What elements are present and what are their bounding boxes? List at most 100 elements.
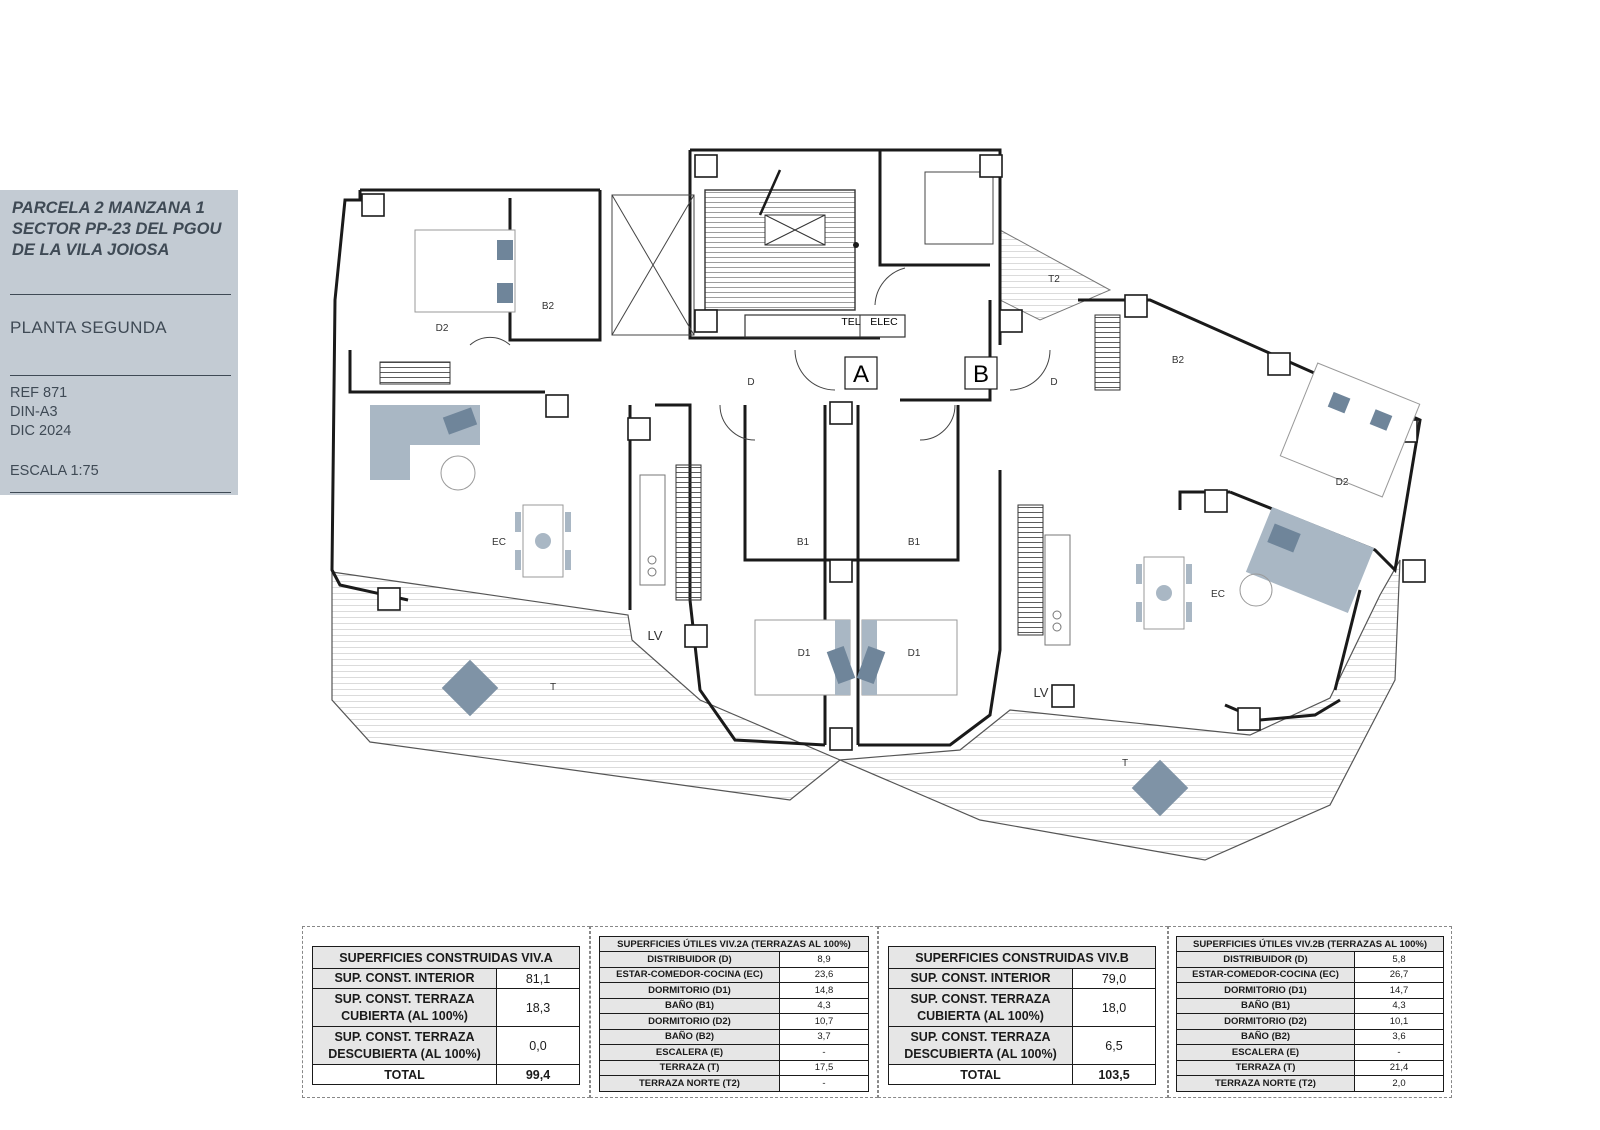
row-label: SUP. CONST. TERRAZA CUBIERTA (AL 100%) <box>312 988 497 1027</box>
row-label: SUP. CONST. INTERIOR <box>888 968 1073 989</box>
room-label: B2 <box>542 301 555 312</box>
row-value: - <box>1354 1044 1444 1061</box>
kitchen-stairs <box>379 314 1121 636</box>
row-label: DISTRIBUIDOR (D) <box>1176 951 1355 968</box>
terrace-a <box>331 571 842 801</box>
reference: REF 871 <box>10 385 68 401</box>
table-header: SUPERFICIES ÚTILES VIV.2B (TERRAZAS AL 1… <box>1176 936 1444 952</box>
total-label: TOTAL <box>312 1064 497 1085</box>
paper-format: DIN-A3 <box>10 404 58 420</box>
surface-built-table-a: SUPERFICIES CONSTRUIDAS VIV.A SUP. CONST… <box>312 946 580 1085</box>
room-label: D <box>1050 377 1057 388</box>
table-row: ESCALERA (E)- <box>1176 1044 1444 1061</box>
row-value: 18,3 <box>496 988 580 1027</box>
room-label: T2 <box>1048 274 1060 285</box>
table-row: DISTRIBUIDOR (D)5,8 <box>1176 951 1444 968</box>
unit-label-a: A <box>844 356 878 390</box>
row-label: ESTAR-COMEDOR-COCINA (EC) <box>1176 966 1355 983</box>
table-row: BAÑO (B2)3,6 <box>1176 1028 1444 1045</box>
row-label-line: CUBIERTA (AL 100%) <box>917 1008 1044 1023</box>
svg-text:A: A <box>853 361 869 388</box>
row-label: TERRAZA (T) <box>599 1059 780 1076</box>
row-value: - <box>779 1044 869 1061</box>
table-row: ESTAR-COMEDOR-COCINA (EC)23,6 <box>599 966 869 983</box>
row-label-line: SUP. CONST. TERRAZA <box>334 1029 475 1044</box>
table-row: ESTAR-COMEDOR-COCINA (EC)26,7 <box>1176 966 1444 983</box>
row-value: 81,1 <box>496 968 580 989</box>
row-value: 4,3 <box>779 997 869 1014</box>
table-header: SUPERFICIES CONSTRUIDAS VIV.B <box>888 946 1156 969</box>
dining-table-icon <box>1136 556 1192 630</box>
row-label: BAÑO (B1) <box>599 997 780 1014</box>
row-label: SUP. CONST. INTERIOR <box>312 968 497 989</box>
room-label: B2 <box>1172 355 1185 366</box>
bed-icon <box>754 619 958 696</box>
row-value: 18,0 <box>1072 988 1156 1027</box>
row-label: DISTRIBUIDOR (D) <box>599 951 780 968</box>
row-value: 10,7 <box>779 1013 869 1030</box>
total-value: 103,5 <box>1072 1064 1156 1085</box>
table-row: DORMITORIO (D2)10,7 <box>599 1013 869 1030</box>
table-row: BAÑO (B2)3,7 <box>599 1028 869 1045</box>
elec-label: ELEC <box>870 316 898 328</box>
room-label: EC <box>1211 589 1225 600</box>
row-value: - <box>779 1075 869 1092</box>
room-label: D1 <box>908 648 921 659</box>
row-label: BAÑO (B2) <box>599 1028 780 1045</box>
total-label: TOTAL <box>888 1064 1073 1085</box>
table-row: BAÑO (B1)4,3 <box>599 997 869 1014</box>
tel-label: TEL <box>841 316 860 328</box>
room-labels: D2 B2 D EC T LV B1 D1 B1 D1 D T2 B2 D2 E… <box>436 274 1349 769</box>
svg-text:B: B <box>973 361 989 388</box>
table-row: ESCALERA (E)- <box>599 1044 869 1061</box>
row-label: ESCALERA (E) <box>599 1044 780 1061</box>
row-label: TERRAZA (T) <box>1176 1059 1355 1076</box>
table-row: TERRAZA (T)21,4 <box>1176 1059 1444 1076</box>
divider <box>10 492 231 493</box>
title-line: SECTOR PP-23 DEL PGOU <box>12 220 222 238</box>
stairwell <box>704 169 859 311</box>
row-value: 23,6 <box>779 966 869 983</box>
row-value: 6,5 <box>1072 1026 1156 1065</box>
surface-useful-table-b: SUPERFICIES ÚTILES VIV.2B (TERRAZAS AL 1… <box>1176 936 1444 1092</box>
row-label-line: SUP. CONST. TERRAZA <box>910 1029 1051 1044</box>
surface-built-table-b: SUPERFICIES CONSTRUIDAS VIV.B SUP. CONST… <box>888 946 1156 1085</box>
row-label: ESCALERA (E) <box>1176 1044 1355 1061</box>
unit-label-b: B <box>964 356 998 390</box>
row-label-line: CUBIERTA (AL 100%) <box>341 1008 468 1023</box>
table-box <box>878 926 1168 1098</box>
row-label-line: SUP. CONST. TERRAZA <box>334 991 475 1006</box>
shaft <box>611 171 994 336</box>
row-value: 0,0 <box>496 1026 580 1065</box>
table-row: DORMITORIO (D1)14,7 <box>1176 982 1444 999</box>
row-label: DORMITORIO (D2) <box>599 1013 780 1030</box>
row-value: 17,5 <box>779 1059 869 1076</box>
row-value: 5,8 <box>1354 951 1444 968</box>
room-label: D2 <box>436 323 449 334</box>
floor-name: PLANTA SEGUNDA <box>10 318 167 337</box>
bed-icon <box>1279 362 1421 498</box>
sofa-icon <box>370 405 480 491</box>
room-label: D2 <box>1336 477 1349 488</box>
table-box <box>590 926 878 1098</box>
divider <box>10 294 231 295</box>
table-header: SUPERFICIES ÚTILES VIV.2A (TERRAZAS AL 1… <box>599 936 869 952</box>
row-label: DORMITORIO (D1) <box>599 982 780 999</box>
dining-table-icon <box>515 504 571 578</box>
room-label: LV <box>1034 685 1049 700</box>
row-label: TERRAZA NORTE (T2) <box>599 1075 780 1092</box>
door-swings <box>469 267 1051 441</box>
row-label: BAÑO (B1) <box>1176 997 1355 1014</box>
row-value: 14,8 <box>779 982 869 999</box>
columns <box>361 154 1426 751</box>
table-row: DISTRIBUIDOR (D)8,9 <box>599 951 869 968</box>
table-row: DORMITORIO (D1)14,8 <box>599 982 869 999</box>
table-row: TERRAZA NORTE (T2)2,0 <box>1176 1075 1444 1092</box>
row-label: ESTAR-COMEDOR-COCINA (EC) <box>599 966 780 983</box>
project-title: PARCELA 2 MANZANA 1 SECTOR PP-23 DEL PGO… <box>12 198 232 261</box>
row-value: 10,1 <box>1354 1013 1444 1030</box>
building-walls <box>330 148 1422 747</box>
row-value: 79,0 <box>1072 968 1156 989</box>
row-label: SUP. CONST. TERRAZA CUBIERTA (AL 100%) <box>888 988 1073 1027</box>
table-row: TERRAZA NORTE (T2)- <box>599 1075 869 1092</box>
